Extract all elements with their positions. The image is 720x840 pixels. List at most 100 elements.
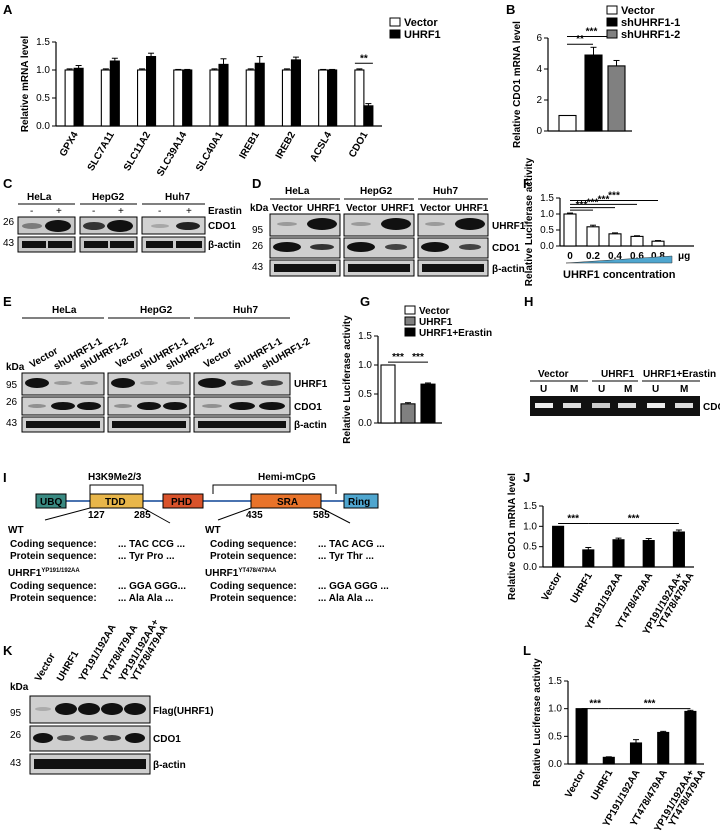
chart-b-legend-label-1: shUHRF1-1	[621, 17, 680, 29]
chart-b-bar-1	[584, 54, 603, 132]
chart-a-x-tick-label-1: SLC7A11	[86, 130, 117, 173]
blot-k-band-cdo1: CDO1	[153, 734, 181, 745]
chart-j-x-tick-label-0: Vector	[540, 571, 565, 603]
blot-c-cell-2: HepG2	[92, 192, 125, 203]
blot-d-mw-43: 43	[252, 262, 264, 273]
blot-c-mw-43: 43	[3, 238, 15, 249]
chart-f-gradient-wedge	[565, 255, 673, 264]
right-protein-label: Protein sequence:	[210, 551, 297, 562]
left-mut-coding: ... GGA GGG...	[118, 581, 186, 592]
chart-f-x-tick-label-0: 0	[567, 251, 573, 262]
chart-a-bar-uhrf1-1	[109, 60, 120, 127]
blot-c-minus-1: -	[30, 206, 33, 217]
chart-b-ylabel: Relative CDO1 mRNA level	[512, 21, 523, 148]
right-wt-protein: ... Tyr Thr ...	[318, 551, 374, 562]
chart-a-x-tick-label-2: SLC11A2	[122, 130, 153, 173]
chart-a-x-tick-label-0: GPX4	[58, 130, 81, 159]
chart-b-y-tick-label-1: 2	[536, 95, 542, 106]
right-mut-coding-label: Coding sequence:	[210, 581, 297, 592]
blot-e-band-actin: β-actin	[294, 420, 327, 431]
chart-j-bar-4	[672, 531, 685, 568]
chart-a-bar-uhrf1-3	[182, 69, 193, 127]
chart-a-y-tick-label-0: 0.0	[36, 121, 50, 132]
blot-k-mw-26: 26	[10, 730, 22, 741]
blot-c-plus-2: +	[118, 206, 124, 217]
chart-g-legend-label-2: UHRF1+Erastin	[419, 328, 492, 339]
chart-a-bar-uhrf1-8	[363, 105, 374, 127]
chart-a-y-tick-label-1: 0.5	[36, 93, 50, 104]
chart-j-x-tick-label-1: UHRF1	[569, 571, 595, 606]
panel-label-a: A	[3, 2, 13, 17]
chart-a-x-tick-label-6: IREB2	[274, 130, 298, 161]
left-mut-protein-label: Protein sequence:	[10, 593, 97, 604]
chart-a-bar-vector-1	[100, 69, 111, 127]
chart-j-y-tick-label-2: 1.0	[523, 521, 537, 532]
chart-a-y-tick-label-2: 1.0	[36, 65, 50, 76]
blot-d-cell-3: Huh7	[433, 186, 458, 197]
chart-g-y-tick-label-1: 0.5	[358, 389, 372, 400]
chart-f-unit: μg	[678, 251, 690, 262]
blot-d-lane-4: UHRF1	[381, 203, 415, 214]
chart-l-y-tick-label-1: 0.5	[548, 731, 562, 742]
bracket-label-sra: Hemi-mCpG	[258, 472, 316, 483]
panel-label-l: L	[523, 643, 531, 658]
pos-435: 435	[246, 510, 263, 521]
chart-g-legend-label-1: UHRF1	[419, 317, 453, 328]
blot-c-minus-3: -	[158, 206, 161, 217]
chart-g-legend-swatch-1	[404, 316, 416, 326]
chart-l-y-tick-label-0: 0.0	[548, 759, 562, 770]
blot-c-plus-1: +	[56, 206, 62, 217]
gel-h-lane-m3: M	[680, 384, 688, 395]
blot-d-lane-2: UHRF1	[307, 203, 341, 214]
chart-a-legend-swatch-0	[389, 17, 401, 27]
chart-f-y-tick-label-0: 0.0	[540, 241, 554, 252]
chart-b-bar-2	[607, 65, 626, 132]
chart-a-sig-0: **	[360, 53, 368, 64]
chart-a-x-tick-label-7: ACSL4	[308, 130, 334, 164]
chart-g-sig-0: ***	[392, 352, 404, 363]
chart-g-legend-swatch-2	[404, 327, 416, 337]
right-mut-name: UHRF1YT478/479AA	[205, 568, 277, 579]
blot-c-band-actin: β-actin	[208, 240, 241, 251]
blot-d-mw-26: 26	[252, 241, 264, 252]
chart-j-sig-1: ***	[628, 513, 640, 524]
chart-a-bar-vector-7	[318, 69, 329, 127]
chart-a-bar-uhrf1-6	[290, 59, 301, 127]
blot-d-kda: kDa	[250, 203, 269, 214]
gel-h-band: CDO1	[703, 402, 720, 413]
blot-d-lane-5: Vector	[420, 203, 451, 214]
pos-585: 585	[313, 510, 330, 521]
chart-f-y-tick-label-1: 0.5	[540, 225, 554, 236]
chart-f-xlabel: UHRF1 concentration	[563, 269, 676, 281]
chart-j-bar-1	[582, 549, 595, 568]
gel-h-lane-m2: M	[624, 384, 632, 395]
chart-a-bar-vector-6	[281, 69, 292, 127]
right-mut-protein-label: Protein sequence:	[210, 593, 297, 604]
panel-label-f: F	[523, 176, 531, 191]
panel-label-i: I	[3, 470, 7, 485]
chart-a-bar-vector-0	[64, 69, 75, 127]
blot-e-band-uhrf1: UHRF1	[294, 379, 328, 390]
panel-label-j: J	[523, 470, 530, 485]
chart-g-legend-label-0: Vector	[419, 306, 450, 317]
chart-a-bar-vector-4	[209, 69, 220, 127]
chart-f-x-tick-label-3: 0.6	[630, 251, 644, 262]
domain-ring	[343, 493, 379, 509]
blot-d-mw-95: 95	[252, 225, 264, 236]
gel-h-group-2: UHRF1	[601, 369, 635, 380]
chart-b-sig-0: **	[576, 34, 584, 45]
chart-a-bar-uhrf1-7	[327, 69, 338, 127]
chart-a-bar-uhrf1-5	[254, 62, 265, 127]
chart-b-y-tick-label-3: 6	[536, 33, 542, 44]
blot-d: HeLa HepG2 Huh7 kDa Vector UHRF1 Vector …	[250, 186, 526, 277]
blot-d-band-actin: β-actin	[492, 264, 525, 275]
chart-f-x-tick-label-4: 0.8	[651, 251, 665, 262]
left-mut-name: UHRF1YP191/192AA	[8, 568, 80, 579]
left-protein-label: Protein sequence:	[10, 551, 97, 562]
blot-c-plus-3: +	[186, 206, 192, 217]
domain-tdd	[89, 493, 144, 509]
chart-f-bar-3	[630, 235, 644, 247]
